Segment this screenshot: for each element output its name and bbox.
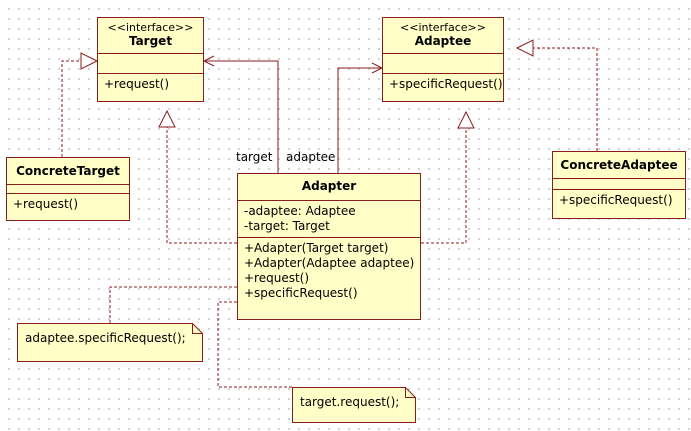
concretetarget-attributes [7, 185, 129, 194]
target-name: Target [128, 34, 173, 48]
adaptee-name: Adaptee [414, 34, 472, 48]
note-target-call[interactable]: target.request(); [292, 387, 416, 423]
target-interface[interactable]: <<interface>> Target +request() [97, 17, 204, 102]
association-arrowhead [202, 55, 215, 67]
concreteadaptee-attributes [553, 179, 685, 190]
realization-concreteadaptee-adaptee [533, 47, 598, 151]
adaptee-interface[interactable]: <<interface>> Adaptee +specificRequest() [382, 17, 504, 102]
realization-arrowhead [515, 39, 534, 57]
note-shape [292, 387, 416, 423]
concretetarget-operation: +request() [13, 197, 79, 211]
adapter-operation: +Adapter(Adaptee adaptee) [244, 256, 415, 270]
adapter-attribute: -adaptee: Adaptee [244, 204, 356, 218]
concreteadaptee-name: ConcreteAdaptee [560, 158, 678, 172]
concreteadaptee-class[interactable]: ConcreteAdaptee +specificRequest() [552, 151, 686, 219]
adaptee-attributes [383, 54, 503, 74]
concreteadaptee-operation: +specificRequest() [559, 193, 673, 207]
adapter-name: Adapter [301, 179, 357, 193]
adapter-attribute: -target: Target [244, 219, 330, 233]
role-label-adaptee: adaptee [286, 150, 336, 164]
target-attributes [98, 54, 203, 74]
note-shape [17, 323, 203, 362]
association-adapter-target [204, 60, 279, 173]
realization-adapter-target [166, 127, 237, 244]
note-text: target.request(); [300, 395, 400, 409]
adapter-operation: +Adapter(Target target) [244, 241, 389, 255]
concretetarget-name: ConcreteTarget [16, 164, 120, 178]
adapter-operation: +specificRequest() [244, 286, 358, 300]
adapter-operation: +request() [244, 271, 310, 285]
note-anchor-specificrequest [217, 301, 292, 388]
realization-arrowhead [158, 109, 176, 128]
association-adapter-adaptee [337, 67, 382, 173]
note-anchor-request [109, 286, 242, 323]
note-adaptee-call[interactable]: adaptee.specificRequest(); [17, 323, 203, 362]
adaptee-stereotype: <<interface>> [400, 21, 486, 34]
realization-arrowhead [80, 52, 99, 70]
role-label-target: target [236, 150, 273, 164]
realization-arrowhead [457, 110, 475, 129]
target-stereotype: <<interface>> [107, 21, 194, 34]
note-text: adaptee.specificRequest(); [25, 331, 186, 345]
realization-adapter-adaptee [421, 128, 467, 244]
realization-concretetarget-target [61, 60, 81, 157]
adaptee-operation: +specificRequest() [389, 77, 503, 91]
adapter-class[interactable]: Adapter -adaptee: Adaptee -target: Targe… [237, 173, 421, 320]
concretetarget-class[interactable]: ConcreteTarget +request() [6, 157, 130, 221]
target-operation: +request() [104, 77, 170, 91]
